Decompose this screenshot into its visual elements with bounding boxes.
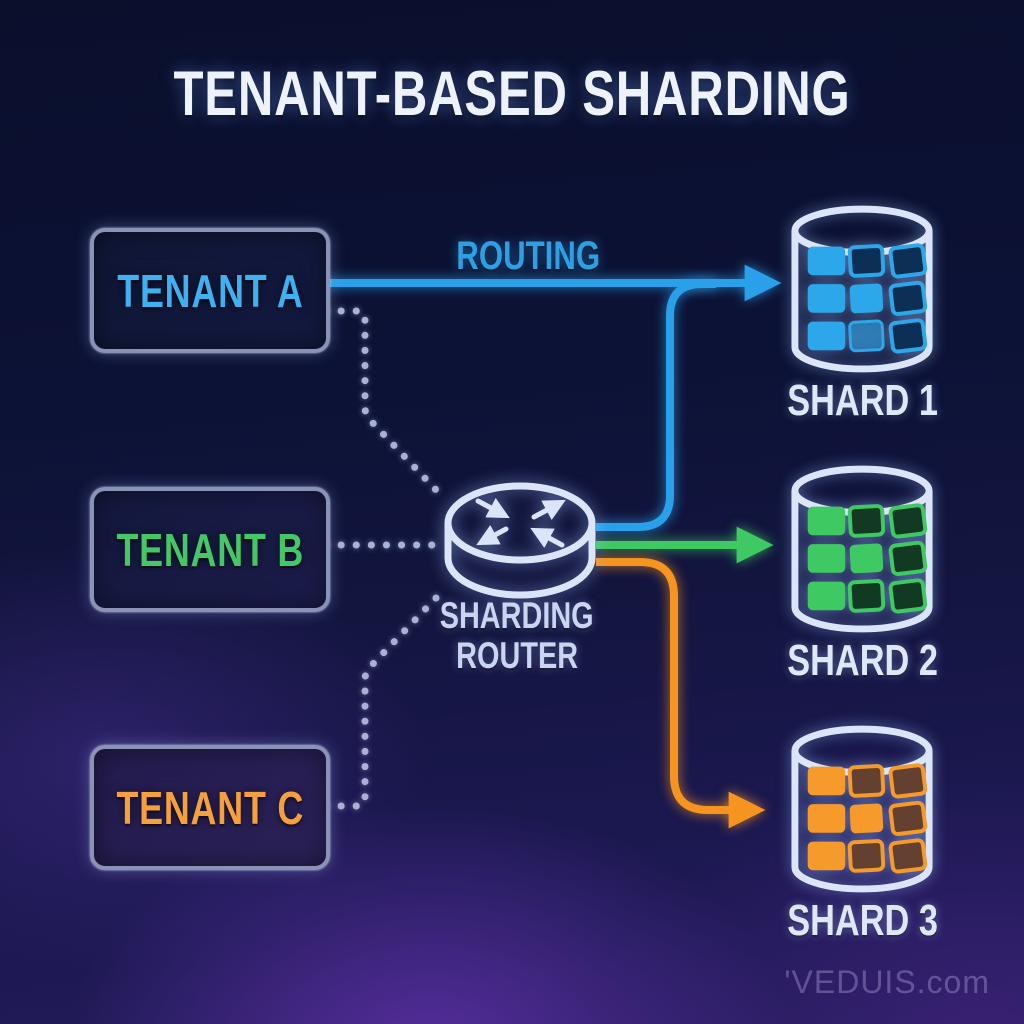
- database-icon: [791, 725, 933, 893]
- watermark: 'VEDUIS.com: [784, 964, 990, 1000]
- tenant-box-a: TENANT A: [90, 228, 330, 353]
- shard-cell: [888, 800, 928, 837]
- shard-cell: [807, 544, 846, 573]
- shard-3-label: SHARD 3: [787, 896, 938, 945]
- shard-1-label: SHARD 1: [787, 376, 938, 425]
- shard-cell: [888, 763, 928, 799]
- shard-cell: [888, 838, 928, 874]
- routing-label: ROUTING: [456, 234, 600, 278]
- shard-cell: [888, 243, 928, 279]
- router-to-shard1-line: [596, 280, 716, 531]
- sharding-router: [440, 478, 600, 608]
- database-icon: [791, 465, 933, 633]
- router-icon: [444, 482, 596, 599]
- shard-cell: [848, 319, 885, 353]
- tenant-box-b: TENANT B: [90, 487, 330, 612]
- database-icon: [791, 205, 933, 373]
- shard-cell: [888, 578, 928, 614]
- tenant-c-label: TENANT C: [116, 781, 304, 834]
- shard-cell: [807, 506, 846, 536]
- shard-cell: [807, 284, 846, 313]
- shard-cell: [807, 804, 846, 833]
- shard-cell: [849, 283, 884, 314]
- shard-cell: [888, 280, 928, 317]
- tenant-box-c: TENANT C: [90, 745, 330, 870]
- shard-cell: [847, 839, 886, 873]
- shard-cell: [888, 503, 928, 539]
- shard-cell: [847, 504, 886, 538]
- shard-cell: [847, 244, 886, 278]
- shard-cell: [888, 318, 928, 354]
- shard-cell: [807, 766, 846, 796]
- shard-cell: [807, 841, 846, 871]
- shard-cell: [849, 803, 884, 834]
- shard-cell: [807, 321, 846, 351]
- tenant-a-to-router-dotted-line: [322, 307, 442, 496]
- tenant-a-label: TENANT A: [116, 264, 304, 317]
- shard-cell: [807, 246, 846, 276]
- shard-cell: [847, 579, 886, 613]
- router-label: SHARDING ROUTER: [440, 595, 594, 676]
- shard-2-database: [788, 465, 936, 641]
- shard-2-label: SHARD 2: [787, 636, 938, 685]
- shard-cell: [888, 540, 928, 577]
- shard-3-database: [788, 725, 936, 901]
- shard-cell: [847, 764, 886, 798]
- shard-cell: [849, 543, 884, 574]
- page-title: TENANT-BASED SHARDING: [173, 59, 851, 129]
- shard-cell: [807, 581, 846, 611]
- shard-1-database: [788, 205, 936, 381]
- tenant-b-label: TENANT B: [116, 523, 304, 576]
- router-to-shard3-line: [596, 558, 766, 829]
- tenant-c-to-router-dotted-line: [322, 594, 440, 810]
